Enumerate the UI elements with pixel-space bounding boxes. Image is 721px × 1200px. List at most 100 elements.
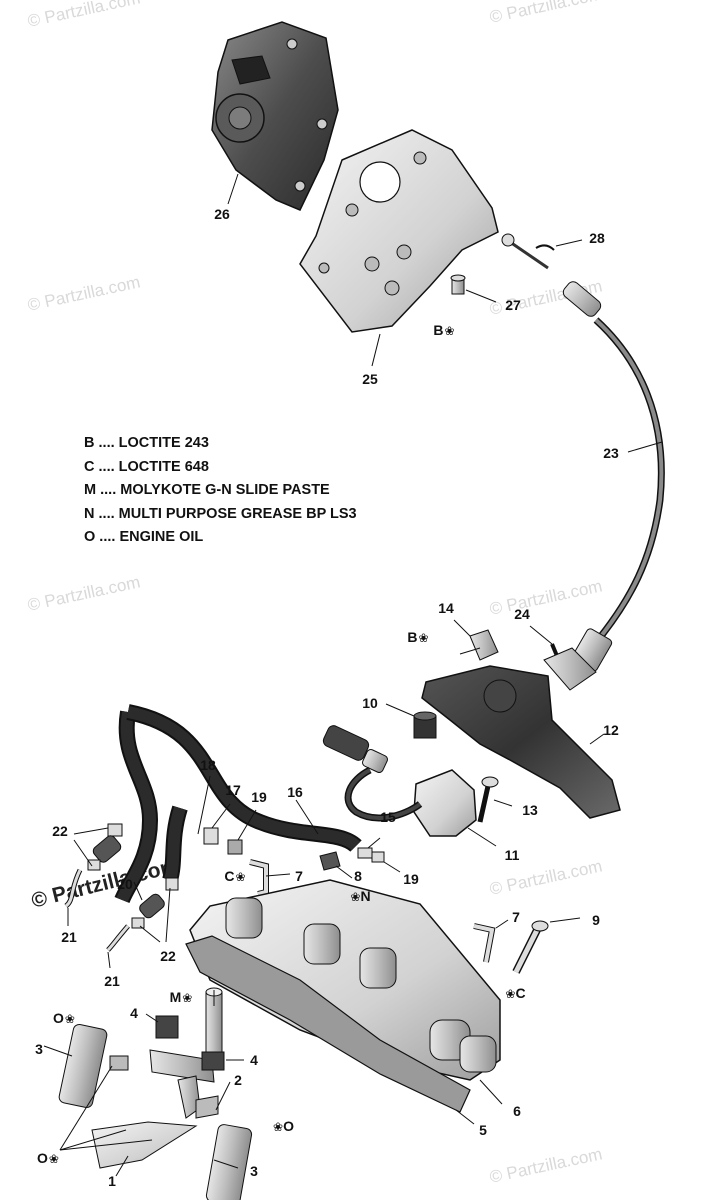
hose-fitting <box>357 847 385 863</box>
compound-mark-o: ❀O <box>273 1118 294 1134</box>
bushing <box>155 1015 225 1071</box>
legend-row: M .... MOLYKOTE G-N SLIDE PASTE <box>84 482 330 499</box>
callout-17: 17 <box>225 782 241 798</box>
leader-line <box>627 441 663 453</box>
leader-line <box>139 925 161 943</box>
callout-9: 9 <box>592 912 600 928</box>
callout-24: 24 <box>514 606 530 622</box>
leader-line <box>335 865 353 879</box>
callout-7: 7 <box>295 868 303 884</box>
leader-line <box>549 917 581 923</box>
compound-mark-b: B❀ <box>433 322 455 338</box>
leader-line <box>107 951 111 969</box>
legend-row: B .... LOCTITE 243 <box>84 435 209 451</box>
mounting-bracket <box>299 129 499 333</box>
callout-6: 6 <box>513 1103 521 1119</box>
compound-mark-o: O❀ <box>53 1010 75 1026</box>
leader-line <box>385 703 415 717</box>
leader-line <box>367 837 381 849</box>
callout-4: 4 <box>250 1052 258 1068</box>
callout-7: 7 <box>512 909 520 925</box>
leader-line <box>227 173 239 205</box>
callout-21: 21 <box>61 929 77 945</box>
callout-4: 4 <box>130 1005 138 1021</box>
compound-mark-n: ❀N <box>350 888 371 904</box>
callout-20: 20 <box>117 876 133 892</box>
lubricant-legend: B .... LOCTITE 243 C .... LOCTITE 648 M … <box>84 432 357 550</box>
shift-fork-pin <box>58 1023 253 1200</box>
leader-line <box>237 809 257 841</box>
leader-line <box>459 647 481 655</box>
bolt <box>450 274 466 295</box>
leader-line <box>165 887 171 943</box>
bushing <box>319 851 341 871</box>
legend-row: N .... MULTI PURPOSE GREASE BP LS3 <box>84 505 357 522</box>
plug <box>413 711 437 739</box>
callout-5: 5 <box>479 1122 487 1138</box>
leader-line <box>453 619 471 637</box>
callout-19: 19 <box>251 789 267 805</box>
leader-line <box>465 289 497 303</box>
leader-line <box>213 1159 239 1169</box>
leader-line <box>529 625 553 645</box>
callout-27: 27 <box>505 297 521 313</box>
leader-line <box>295 799 319 835</box>
retaining-clip <box>535 244 555 251</box>
callout-26: 26 <box>214 206 230 222</box>
leader-line <box>59 1139 153 1151</box>
leader-line <box>215 1081 231 1111</box>
legend-row: O .... ENGINE OIL <box>84 529 204 546</box>
compound-mark-b: B❀ <box>407 629 429 645</box>
compound-mark-c: C❀ <box>224 868 246 884</box>
callout-22: 22 <box>160 948 176 964</box>
callout-13: 13 <box>522 802 538 818</box>
leader-line <box>371 333 381 367</box>
callout-3: 3 <box>35 1041 43 1057</box>
leader-line <box>115 1155 129 1177</box>
callout-22: 22 <box>52 823 68 839</box>
callout-23: 23 <box>603 445 619 461</box>
leader-line <box>495 919 509 929</box>
leader-line <box>43 1045 73 1057</box>
callout-25: 25 <box>362 371 378 387</box>
check-valve <box>64 823 179 952</box>
leader-line <box>59 1065 113 1151</box>
compound-mark-m: M❀ <box>169 989 193 1005</box>
leader-line <box>73 839 93 867</box>
callout-1: 1 <box>108 1173 116 1189</box>
shift-shaft <box>149 987 223 1119</box>
actuator-motor <box>211 21 339 211</box>
leader-line <box>265 873 291 877</box>
leader-line <box>73 827 109 835</box>
leader-line <box>211 803 231 829</box>
hose-clamp <box>203 827 243 855</box>
leader-line <box>589 733 605 745</box>
legend-row: C .... LOCTITE 648 <box>84 458 209 475</box>
leader-line <box>479 1079 503 1105</box>
bolt <box>469 629 499 661</box>
callout-19: 19 <box>403 871 419 887</box>
leader-line <box>383 861 401 873</box>
leader-line <box>467 827 497 847</box>
leader-line <box>59 1129 127 1151</box>
leader-line <box>555 239 583 247</box>
leader-line <box>145 1013 159 1023</box>
callout-14: 14 <box>438 600 454 616</box>
callout-18: 18 <box>200 757 216 773</box>
bolt <box>512 920 549 974</box>
callout-10: 10 <box>362 695 378 711</box>
gasket <box>185 935 471 1113</box>
callout-8: 8 <box>354 868 362 884</box>
callout-21: 21 <box>104 973 120 989</box>
vent-hose <box>114 704 362 904</box>
callout-28: 28 <box>589 230 605 246</box>
gearbox-cover <box>189 879 501 1081</box>
leader-line <box>455 1109 475 1125</box>
bolt <box>477 776 499 823</box>
elbow-fitting <box>249 859 496 963</box>
callout-12: 12 <box>603 722 619 738</box>
compound-mark-c: ❀C <box>505 985 526 1001</box>
callout-15: 15 <box>380 809 396 825</box>
